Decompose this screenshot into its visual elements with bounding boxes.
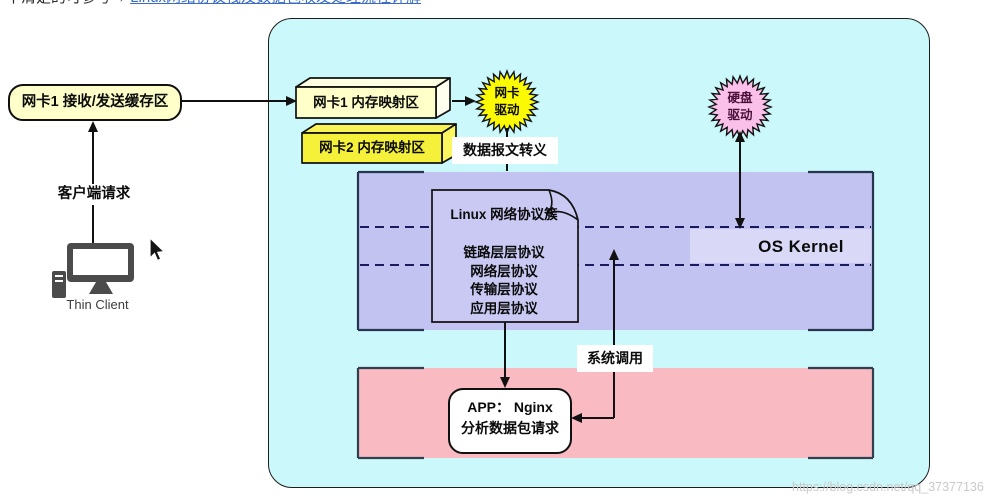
protocol-line-link: 链路层层协议 [463, 245, 545, 260]
os-kernel-label: OS Kernel [758, 237, 844, 256]
user-space-region [358, 368, 873, 458]
disk-driver-label: 硬盘 驱动 [713, 90, 767, 123]
nic1-map-label: 网卡1 内存映射区 [313, 95, 419, 110]
nic-driver-line1: 网卡 [494, 86, 520, 100]
nic2-map-label: 网卡2 内存映射区 [319, 140, 425, 155]
syscall-label: 系统调用 [577, 345, 653, 372]
nic1-memory-map-box [295, 77, 451, 119]
thin-client-label: Thin Client [66, 297, 129, 312]
top-reference-link[interactable]: Linux网络协议栈及数据包收发处理流程详解 [130, 0, 421, 6]
thin-client-icon [52, 243, 134, 298]
client-request-label: 客户端请求 [48, 184, 140, 205]
top-note-text: 不清楚的可参考→ [6, 0, 126, 6]
app-line2: 分析数据包请求 [461, 420, 559, 436]
protocol-line-transport: 传输层协议 [470, 282, 538, 297]
protocol-line-network: 网络层协议 [470, 263, 538, 279]
protocol-doc-lines: 链路层层协议 网络层协议 传输层协议 应用层协议 [438, 244, 570, 318]
packet-translation-label: 数据报文转义 [452, 137, 558, 164]
app-nginx-box: APP： Nginx 分析数据包请求 [448, 388, 572, 454]
mouse-cursor-icon [149, 236, 166, 262]
disk-driver-line2: 驱动 [727, 107, 753, 122]
kernel-region-border [356, 170, 875, 332]
user-region-border [356, 366, 875, 460]
protocol-stack-document [431, 189, 579, 323]
nic-driver-line2: 驱动 [494, 102, 520, 117]
nic-driver-label: 网卡 驱动 [480, 85, 534, 118]
protocol-line-application: 应用层协议 [470, 300, 538, 316]
protocol-doc-title: Linux 网络协议簇 [450, 207, 558, 222]
watermark-url: https://blog.csdn.net/qq_37377136 [792, 480, 984, 494]
page-top-clipped-text: 不清楚的可参考→ Linux网络协议栈及数据包收发处理流程详解 [6, 0, 506, 9]
os-kernel-highlight-band [690, 229, 872, 263]
nic1-buffer-box: 网卡1 接收/发送缓存区 [8, 84, 182, 121]
disk-driver-line1: 硬盘 [727, 91, 753, 105]
app-line1: APP： Nginx [467, 399, 553, 415]
